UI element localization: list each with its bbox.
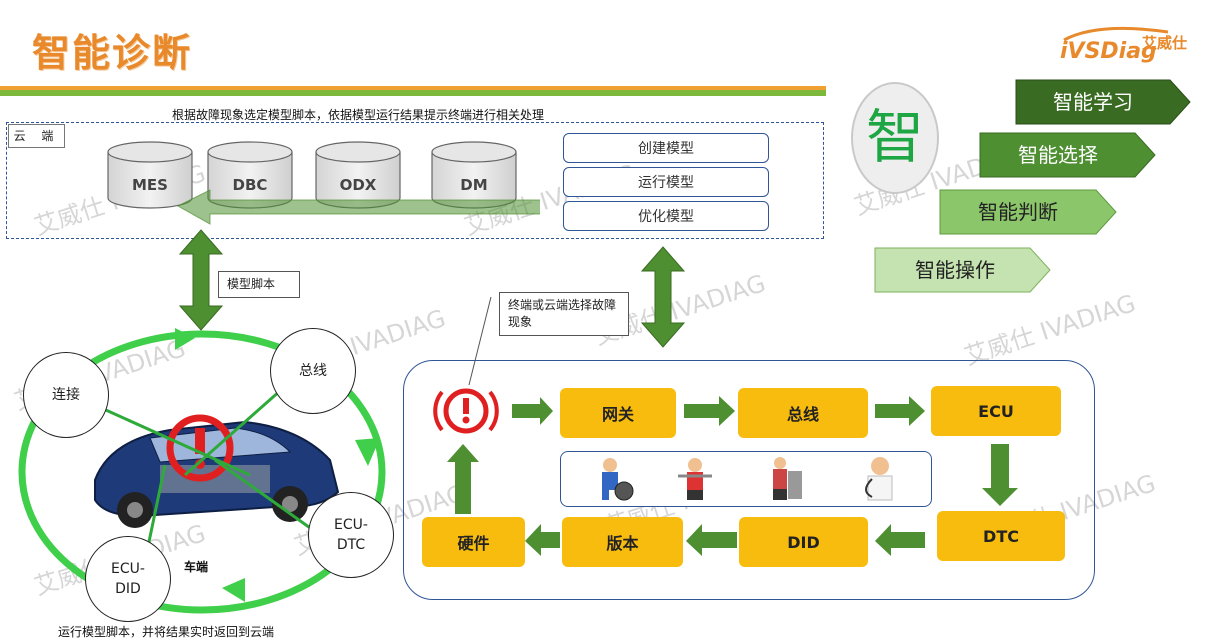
database-group: MES DBC ODX DM bbox=[107, 141, 540, 225]
flow-gateway: 网关 bbox=[560, 388, 676, 438]
page-title: 智能诊断 bbox=[32, 31, 193, 75]
cycle-arrow-right bbox=[355, 438, 380, 466]
cloud-label: 云 端 bbox=[8, 124, 65, 148]
callout-line bbox=[468, 296, 492, 386]
link-line bbox=[214, 458, 321, 537]
header-rule-green bbox=[0, 90, 826, 96]
database-label-odx: ODX bbox=[340, 176, 377, 194]
smart-step-select-label: 智能选择 bbox=[1018, 143, 1098, 167]
vehicle-label: 车端 bbox=[184, 560, 209, 574]
cycle-arrow-top bbox=[175, 328, 195, 350]
flow-bus: 总线 bbox=[738, 388, 868, 438]
technician-wheel-icon bbox=[602, 458, 634, 501]
flow-ecu: ECU bbox=[931, 386, 1061, 436]
smart-step-judge-shape bbox=[939, 189, 1117, 235]
cycle-arrow-bottom bbox=[222, 578, 245, 602]
bottom-caption: 运行模型脚本，并将结果实时返回到云端 bbox=[58, 625, 275, 639]
doctor-stethoscope-icon bbox=[865, 457, 893, 501]
logo-cn-text: 艾威仕 bbox=[1142, 34, 1187, 52]
database-label-mes: MES bbox=[132, 176, 168, 194]
flow-version: 版本 bbox=[562, 517, 683, 567]
diagnostic-flow-panel bbox=[403, 360, 1095, 600]
arrow-down bbox=[982, 444, 1018, 506]
database-cylinder-mes bbox=[107, 141, 193, 209]
smart-step-learn-label: 智能学习 bbox=[1053, 90, 1133, 114]
logo-text: iVSDiag bbox=[1060, 39, 1157, 64]
cycle-ring bbox=[18, 330, 386, 614]
technician-tool-icon bbox=[678, 458, 712, 500]
arrow-left bbox=[875, 524, 925, 556]
model-run: 运行模型 bbox=[563, 167, 769, 197]
data-flow-arrow-left bbox=[176, 189, 540, 225]
database-cylinder-dbc bbox=[207, 141, 293, 209]
arrow-right bbox=[684, 396, 735, 426]
technician-figures bbox=[602, 457, 893, 501]
vehicle-cycle bbox=[18, 328, 386, 614]
flow-dtc: DTC bbox=[937, 511, 1065, 561]
node-ecu-dtc: ECU-DTC bbox=[308, 492, 394, 578]
cloud-caption: 根据故障现象选定模型脚本，依据模型运行结果提示终端进行相关处理 bbox=[172, 108, 545, 122]
select-fault-label: 终端或云端选择故障现象 bbox=[499, 292, 629, 336]
header-rule-orange bbox=[0, 86, 826, 90]
database-cylinder-dm bbox=[431, 141, 517, 209]
arrow-left bbox=[525, 524, 560, 556]
smart-circle: 智 bbox=[851, 82, 939, 194]
car-warning-ring bbox=[166, 414, 234, 482]
smart-step-operate-shape bbox=[874, 247, 1051, 293]
technician-machine-icon bbox=[773, 457, 802, 500]
link-line bbox=[87, 400, 251, 477]
arrow-right bbox=[512, 397, 553, 425]
link-line bbox=[184, 380, 291, 477]
node-bus: 总线 bbox=[270, 328, 356, 414]
flow-arrows bbox=[447, 396, 1018, 556]
node-connect: 连接 bbox=[23, 352, 109, 438]
node-ecu-did: ECU-DID bbox=[85, 536, 171, 622]
arrow-up bbox=[447, 444, 479, 514]
flow-did: DID bbox=[739, 517, 868, 567]
model-script-label: 模型脚本 bbox=[218, 271, 300, 298]
smart-step-select-shape bbox=[979, 132, 1156, 178]
warning-icon bbox=[433, 388, 499, 434]
double-arrow-right bbox=[640, 246, 686, 348]
database-label-dbc: DBC bbox=[233, 176, 268, 194]
node-ecu-did-label: ECU-DID bbox=[111, 561, 145, 597]
flow-hardware: 硬件 bbox=[422, 517, 525, 567]
database-label-dm: DM bbox=[460, 176, 487, 194]
node-ecu-dtc-label: ECU-DTC bbox=[334, 517, 368, 553]
arrow-left bbox=[686, 524, 737, 556]
model-create: 创建模型 bbox=[563, 133, 769, 163]
smart-step-learn-shape bbox=[1015, 79, 1191, 125]
model-optimize: 优化模型 bbox=[563, 201, 769, 231]
database-cylinder-odx bbox=[315, 141, 401, 209]
smart-step-judge-label: 智能判断 bbox=[978, 200, 1058, 224]
brand-logo: iVSDiag 艾威仕 bbox=[1058, 26, 1188, 66]
smart-steps: 智能学习 智能选择 智能判断 智能操作 bbox=[874, 79, 1191, 293]
smart-step-operate-label: 智能操作 bbox=[915, 258, 995, 282]
double-arrow-left bbox=[178, 229, 224, 331]
cloud-panel bbox=[6, 122, 824, 239]
arrow-right bbox=[875, 396, 925, 426]
